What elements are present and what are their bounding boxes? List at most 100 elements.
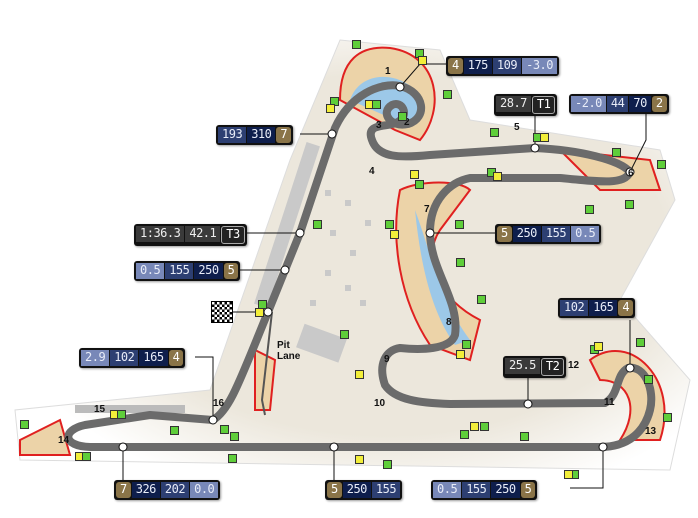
corner-number: 12 — [568, 360, 580, 371]
yellow-marker-icon — [493, 172, 502, 181]
gear-badge: 5 — [223, 263, 239, 279]
green-marker-icon — [644, 375, 653, 384]
speed-value: 310 — [247, 127, 276, 143]
green-marker-icon — [625, 200, 634, 209]
corner-number: 6 — [628, 168, 634, 179]
green-marker-icon — [220, 425, 229, 434]
yellow-marker-icon — [564, 470, 573, 479]
speed-value: 102 — [560, 300, 589, 316]
time-value: 25.5 — [505, 358, 540, 374]
time-value: 28.7 — [496, 96, 531, 112]
green-marker-icon — [340, 330, 349, 339]
green-marker-icon — [228, 454, 237, 463]
corner-number: 2 — [404, 117, 410, 128]
green-marker-icon — [170, 426, 179, 435]
sector-label: T1 — [531, 96, 556, 114]
green-marker-icon — [20, 420, 29, 429]
speed-value: 250 — [491, 482, 520, 498]
corner-number: 1 — [385, 66, 391, 77]
gear-badge: 5 — [497, 226, 512, 242]
corner-number: 14 — [58, 435, 70, 446]
gear-badge: 5 — [327, 482, 342, 498]
speed-value: 155 — [165, 263, 194, 279]
green-marker-icon — [455, 220, 464, 229]
pit-lane-label: Pit Lane — [277, 340, 301, 362]
speed-value: 155 — [462, 482, 491, 498]
corner-number: 3 — [376, 120, 382, 131]
speed-value: 0.5 — [571, 226, 600, 242]
time-value: 1:36.3 — [136, 226, 185, 242]
speed-value: 202 — [160, 482, 190, 498]
speed-value: 250 — [342, 482, 371, 498]
green-marker-icon — [585, 205, 594, 214]
speed-value: 0.0 — [190, 482, 219, 498]
speed-value: 102 — [110, 350, 139, 366]
yellow-marker-icon — [418, 56, 427, 65]
green-marker-icon — [398, 112, 407, 121]
gear-badge: 7 — [116, 482, 131, 498]
corner-number: 15 — [94, 404, 106, 415]
yellow-marker-icon — [410, 170, 419, 179]
green-marker-icon — [462, 340, 471, 349]
yellow-marker-icon — [540, 133, 549, 142]
green-marker-icon — [636, 338, 645, 347]
green-marker-icon — [415, 180, 424, 189]
green-marker-icon — [443, 90, 452, 99]
corner-number: 8 — [446, 317, 452, 328]
green-marker-icon — [490, 128, 499, 137]
green-marker-icon — [477, 295, 486, 304]
yellow-marker-icon — [594, 342, 603, 351]
corner-number: 13 — [645, 426, 657, 437]
gear-badge: 7 — [276, 127, 292, 143]
gear-badge: 4 — [618, 300, 634, 316]
green-marker-icon — [460, 430, 469, 439]
gear-badge: 4 — [168, 350, 184, 366]
green-marker-icon — [520, 432, 529, 441]
yellow-marker-icon — [470, 422, 479, 431]
speed-value: 0.5 — [136, 263, 165, 279]
yellow-marker-icon — [255, 308, 264, 317]
gear-badge: 4 — [448, 58, 463, 74]
gear-badge: 5 — [520, 482, 536, 498]
yellow-marker-icon — [355, 370, 364, 379]
corner-number: 16 — [213, 398, 225, 409]
corner-number: 11 — [604, 397, 615, 408]
speed-value: 2.9 — [81, 350, 110, 366]
corner-number: 5 — [514, 122, 520, 133]
green-marker-icon — [383, 460, 392, 469]
corner-number: 7 — [424, 204, 430, 215]
green-marker-icon — [82, 452, 91, 461]
yellow-marker-icon — [456, 350, 465, 359]
green-marker-icon — [385, 220, 394, 229]
green-marker-icon — [612, 148, 621, 157]
speed-value: 155 — [371, 482, 401, 498]
speed-value: 109 — [492, 58, 522, 74]
paddock-buildings — [75, 141, 371, 413]
checkered-flag-icon — [211, 301, 233, 323]
sector-label: T2 — [540, 358, 565, 376]
sector-label: T3 — [221, 226, 245, 244]
yellow-marker-icon — [355, 455, 364, 464]
green-marker-icon — [657, 160, 666, 169]
speed-value: -2.0 — [571, 96, 606, 112]
corner-number: 10 — [374, 398, 386, 409]
speed-value: 326 — [131, 482, 160, 498]
speed-value: 175 — [463, 58, 492, 74]
green-marker-icon — [456, 258, 465, 267]
yellow-marker-icon — [326, 104, 335, 113]
green-marker-icon — [313, 220, 322, 229]
green-marker-icon — [352, 40, 361, 49]
speed-value: 165 — [139, 350, 168, 366]
